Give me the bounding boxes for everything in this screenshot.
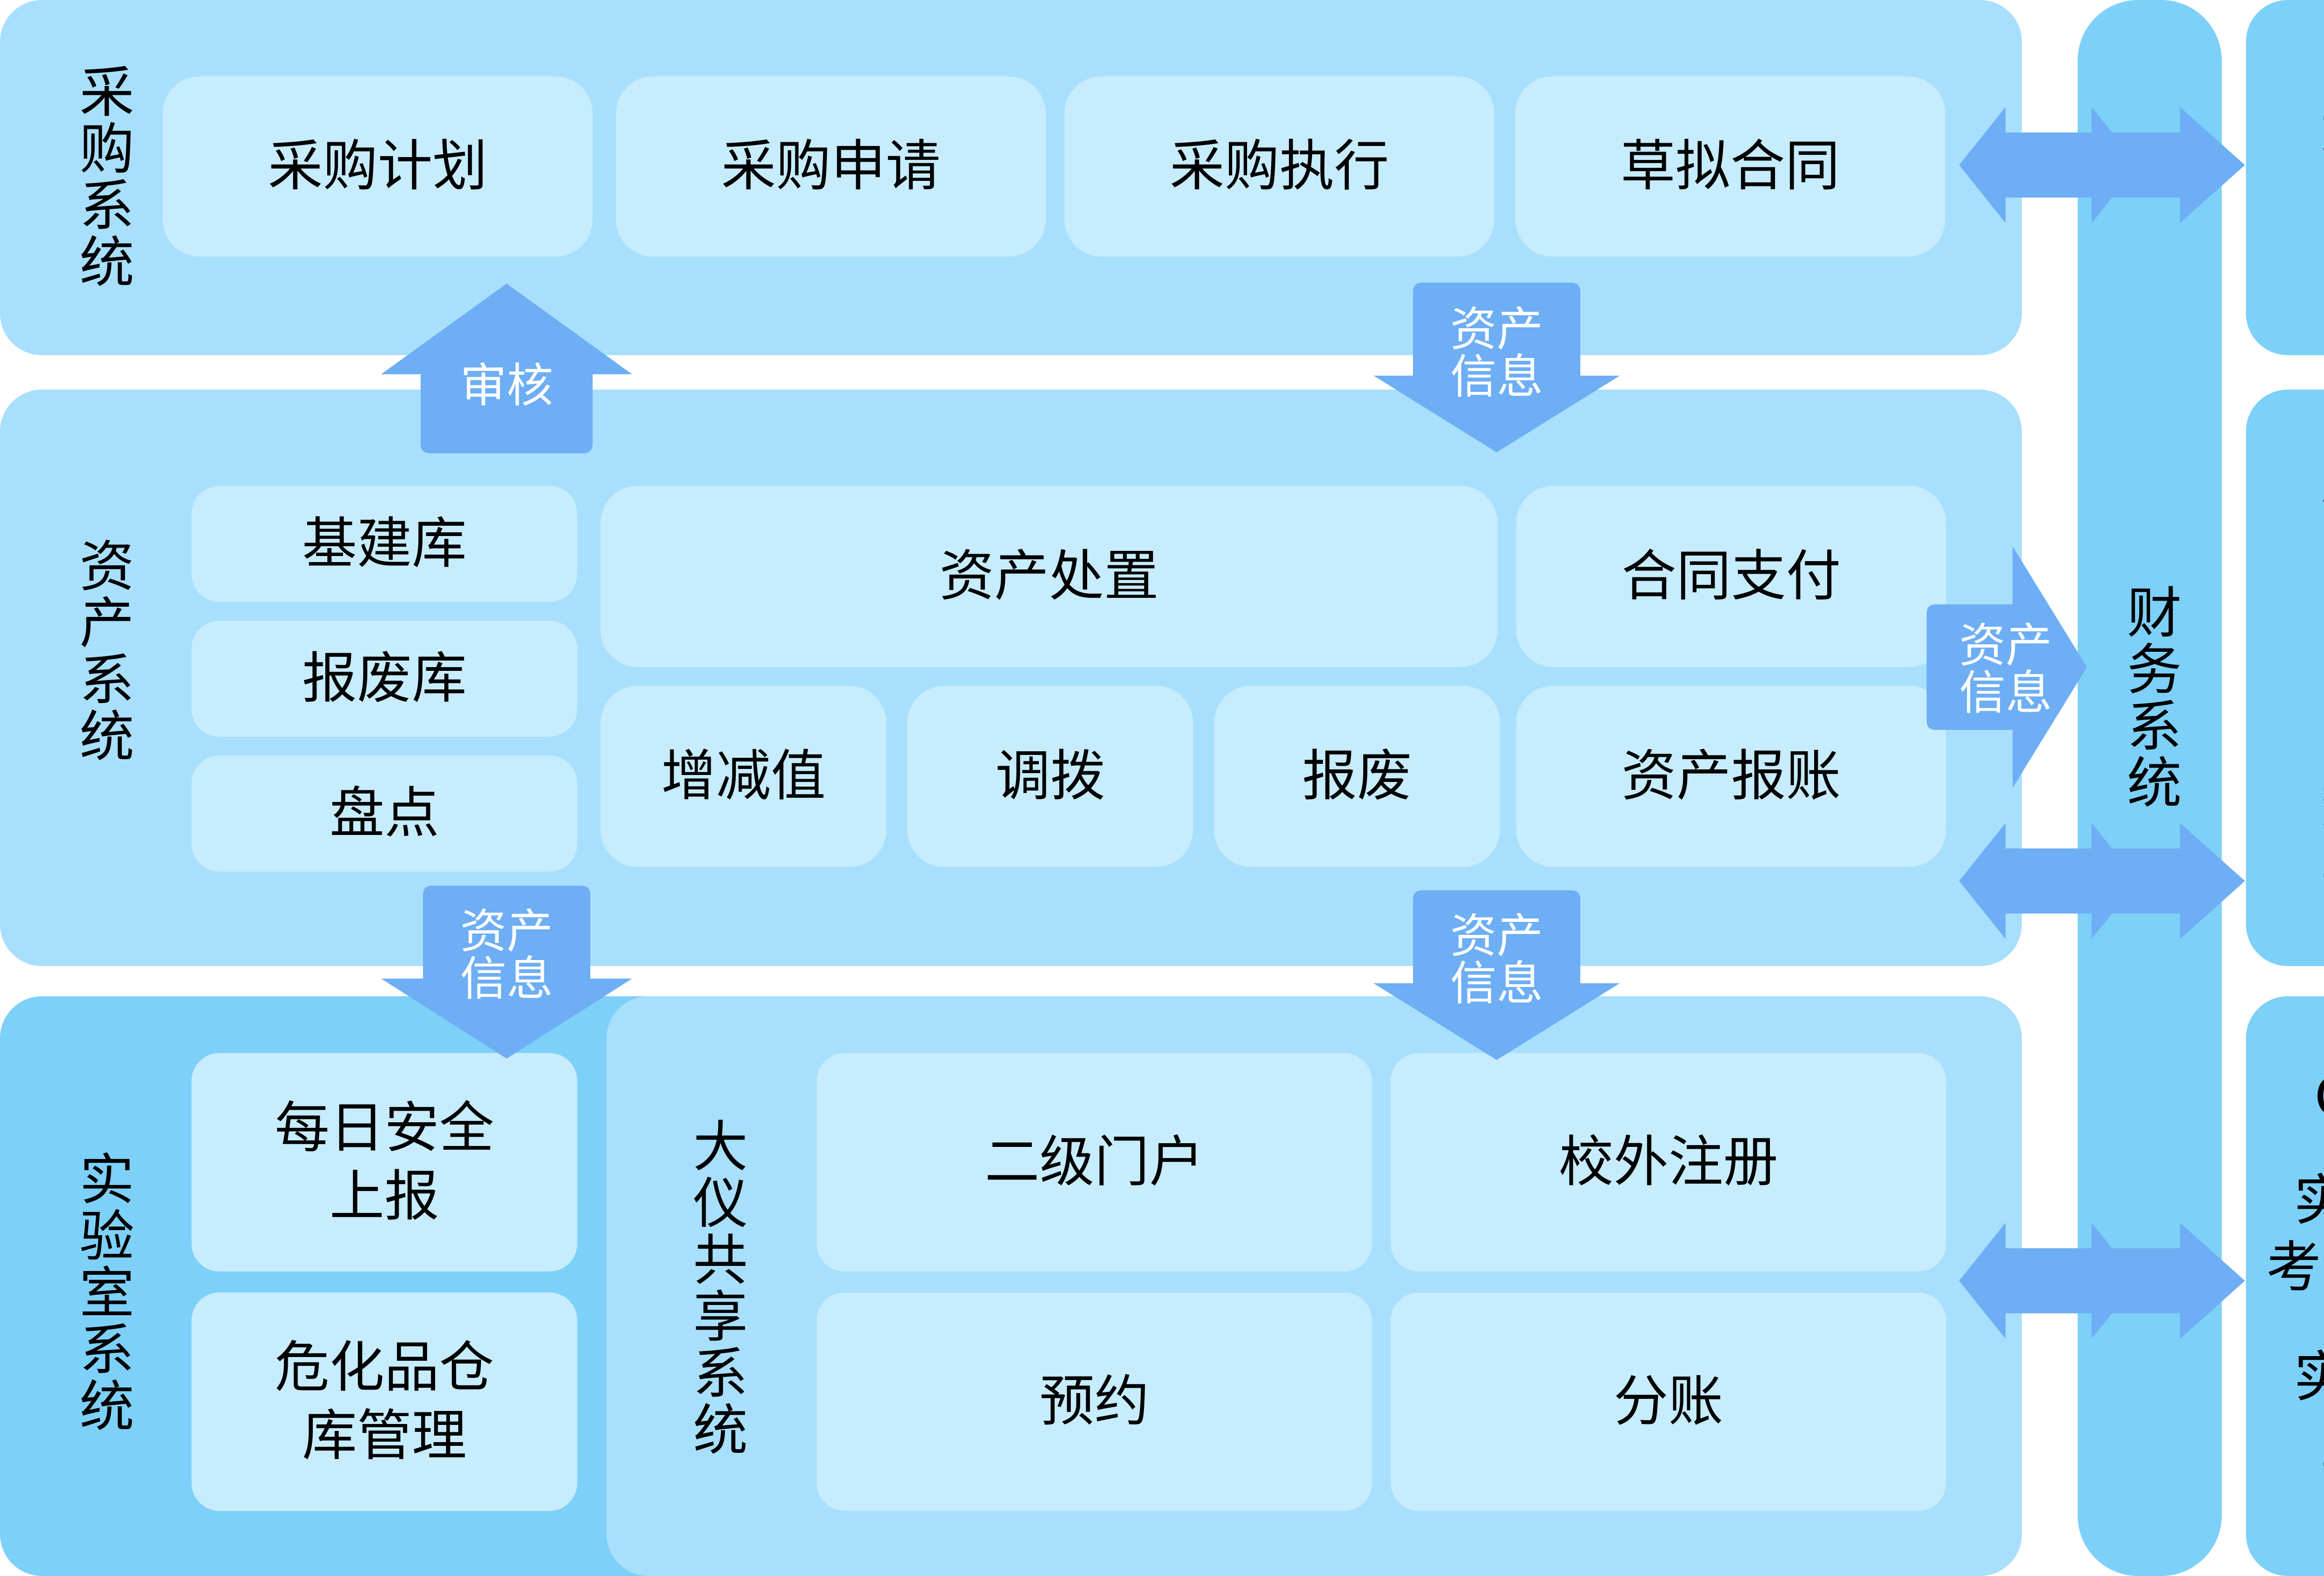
arrow-right-icon <box>2045 107 2245 223</box>
asset-disposal-box[interactable]: 资产处置 <box>601 486 1498 667</box>
transfer-box[interactable]: 调拨 <box>907 686 1193 867</box>
audit-label: 审核 <box>460 358 553 413</box>
housing-system-label: 房管 系统 <box>2246 442 2324 586</box>
secondary-portal-box[interactable]: 二级门户 <box>817 1053 1372 1271</box>
lab-exam-system-label: 实验室 考试系统 <box>2266 1168 2324 1299</box>
infrastructure-library-box[interactable]: 基建库 <box>191 486 577 602</box>
bidding-portal-label: 竞采网接口 采购门户 <box>2246 70 2324 256</box>
external-registration-box[interactable]: 校外注册 <box>1391 1053 1946 1271</box>
asset-info-label-3: 资产 信息 <box>1450 909 1543 1011</box>
bidding-portal-box[interactable] <box>2246 0 2324 355</box>
cers-label: Cers <box>2246 1060 2324 1134</box>
lab-services-box[interactable] <box>2246 996 2324 1576</box>
draft-contract-box[interactable]: 草拟合同 <box>1515 76 1945 257</box>
arrow-down-icon <box>381 886 632 1059</box>
scrap-box[interactable]: 报废 <box>1214 686 1500 867</box>
finance-right-arrow-2 <box>2045 823 2245 939</box>
asset-info-label-4: 资产 信息 <box>1959 618 2052 720</box>
procurement-execution-box[interactable]: 采购执行 <box>1064 76 1494 257</box>
housing-network-box[interactable] <box>2246 390 2324 966</box>
arrow-down-icon <box>1373 283 1620 452</box>
finance-system-title: 财务系统 <box>2117 584 2182 811</box>
arrow-up-icon <box>381 284 632 453</box>
asset-reimbursement-box[interactable]: 资产报账 <box>1516 686 1946 867</box>
asset-info-label-2: 资产 信息 <box>460 904 553 1006</box>
daily-safety-report-box[interactable]: 每日安全 上报 <box>191 1053 577 1271</box>
hazardous-chemicals-warehouse-box[interactable]: 危化品仓 库管理 <box>191 1292 577 1511</box>
arrow-right-icon <box>2045 823 2245 939</box>
billing-split-box[interactable]: 分账 <box>1391 1292 1946 1511</box>
asset-system-title: 资产系统 <box>70 537 134 764</box>
instrument-sharing-title: 大仪共享系统 <box>683 1118 748 1458</box>
network-data-sharing-label: 网络 中心 数据 共享 <box>2246 632 2324 911</box>
procurement-request-box[interactable]: 采购申请 <box>616 76 1046 257</box>
asset-info-right-arrow <box>1927 546 2087 788</box>
arrow-right-icon <box>2045 1223 2245 1339</box>
finance-right-arrow-3 <box>2045 1223 2245 1339</box>
asset-info-down-arrow-2 <box>381 886 632 1059</box>
audit-up-arrow <box>381 284 632 453</box>
asset-info-down-arrow-1 <box>1373 283 1620 452</box>
lab-system-title: 实验室系统 <box>70 1151 134 1434</box>
arrow-down-icon <box>1373 890 1620 1060</box>
asset-info-down-arrow-3 <box>1373 890 1620 1060</box>
arrow-right-icon <box>1927 546 2087 788</box>
value-change-box[interactable]: 增减值 <box>601 686 886 867</box>
finance-right-arrow-1 <box>2045 107 2245 223</box>
inventory-check-box[interactable]: 盘点 <box>191 755 577 872</box>
contract-payment-box[interactable]: 合同支付 <box>1516 486 1946 667</box>
procurement-system-title: 采购系统 <box>70 63 134 290</box>
asset-info-label-1: 资产 信息 <box>1450 302 1543 404</box>
reservation-box[interactable]: 预约 <box>817 1292 1372 1511</box>
lab-monitoring-label: 实验室 监控 <box>2293 1345 2324 1476</box>
procurement-plan-box[interactable]: 采购计划 <box>163 76 593 257</box>
scrap-library-box[interactable]: 报废库 <box>191 621 577 737</box>
